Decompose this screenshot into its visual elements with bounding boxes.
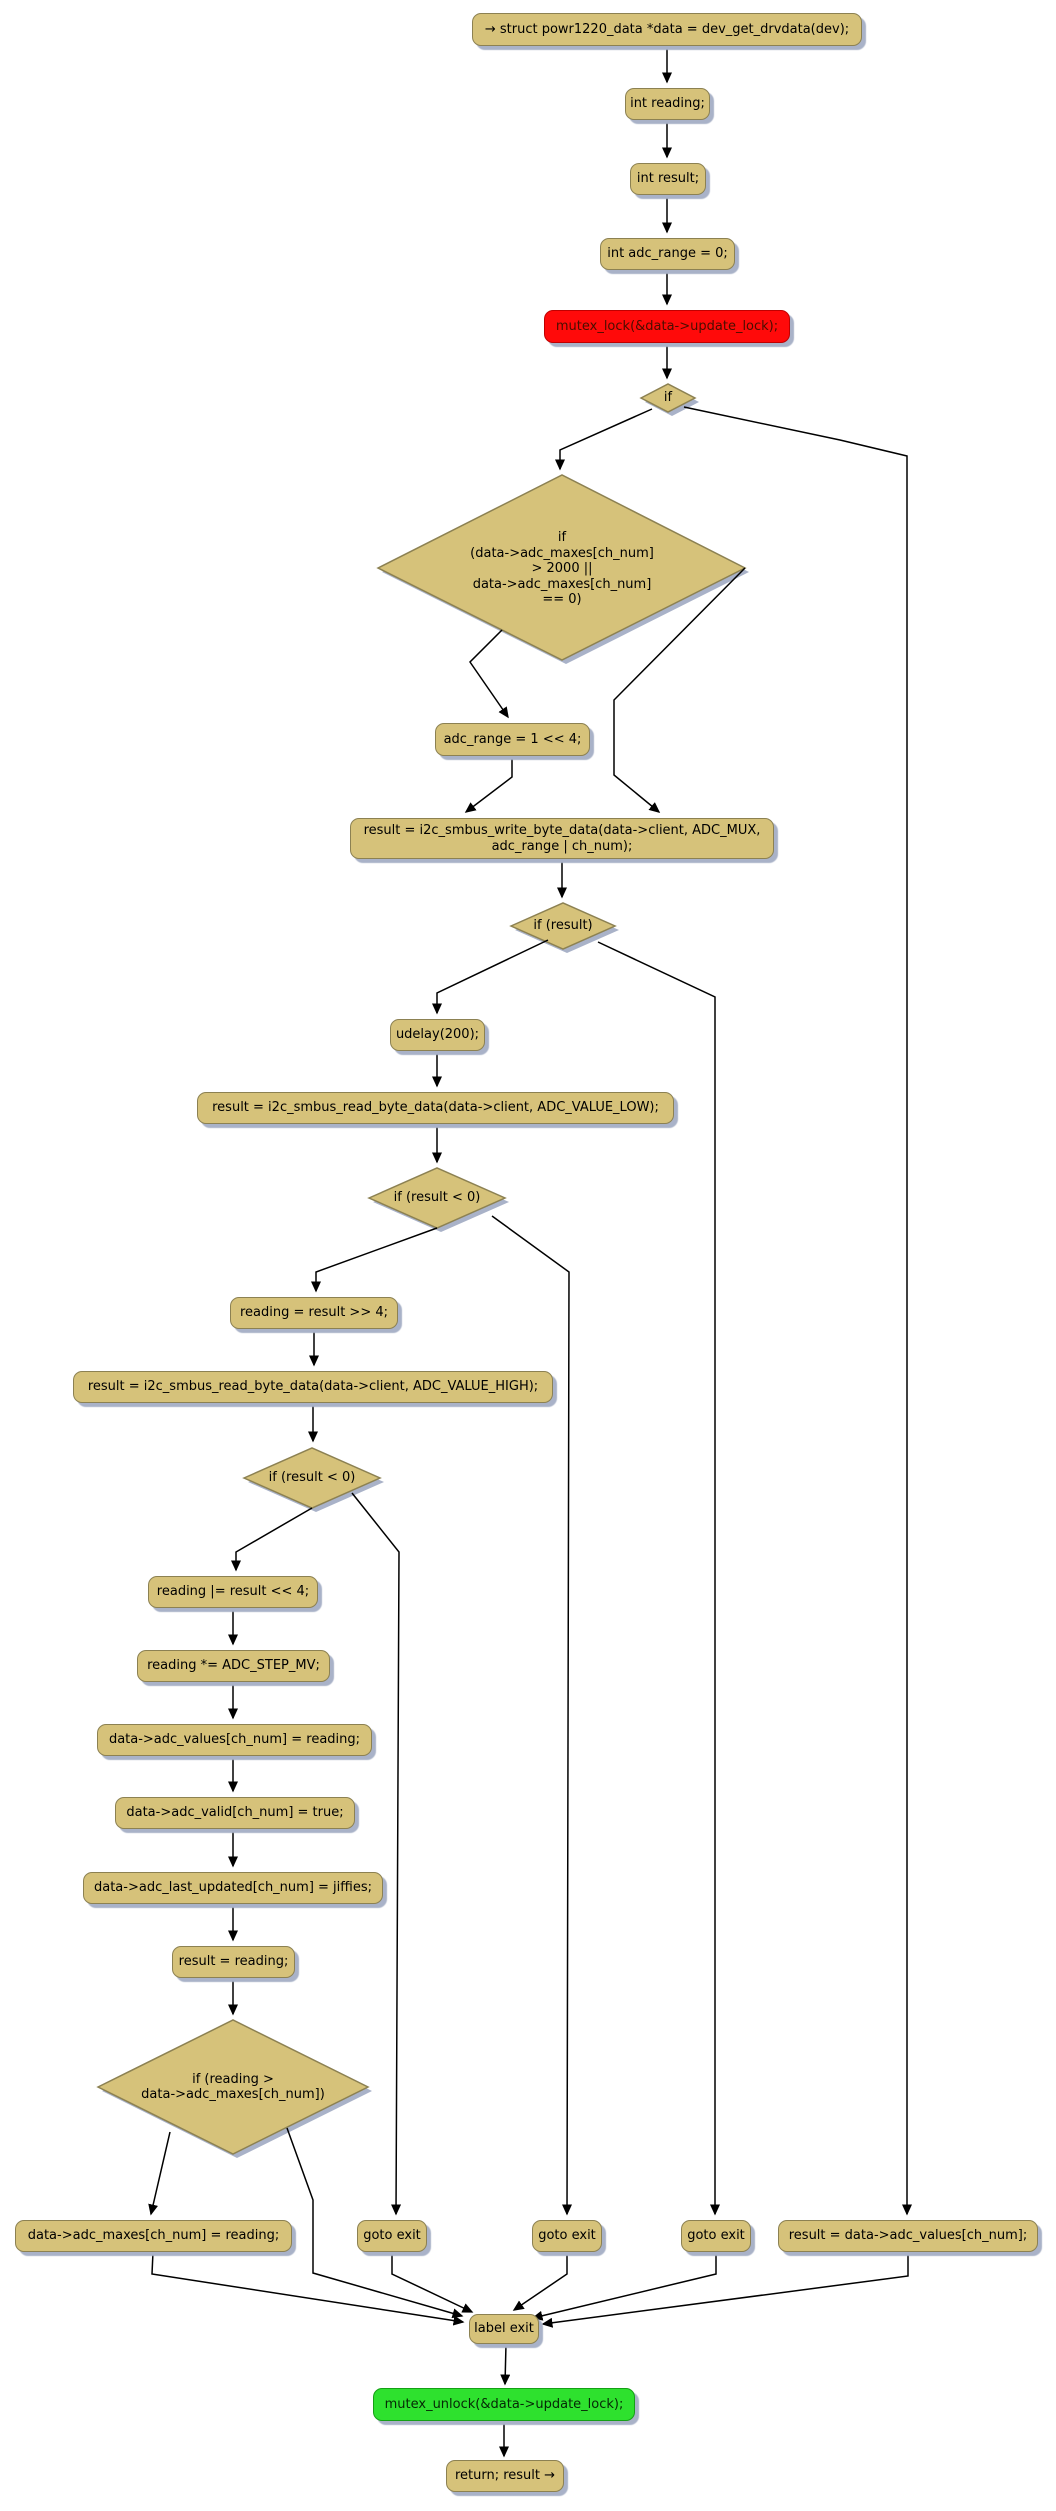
activity-read-high: result = i2c_smbus_read_byte_data(data->… [73, 1371, 553, 1403]
edge-goto-exit-3-to-label-exit [531, 2252, 717, 2321]
activity-read-low: result = i2c_smbus_read_byte_data(data->… [197, 1092, 674, 1124]
edge-goto-exit-1-to-label-exit [391, 2252, 474, 2313]
activity-goto-exit-3: goto exit [681, 2220, 751, 2252]
activity-goto-exit-1: goto exit [357, 2220, 427, 2252]
edge-if-result-lt0-b-to-goto-exit-1 [351, 1492, 402, 2216]
activity-or-reading: reading |= result << 4; [148, 1576, 318, 1608]
edge-if-update-to-result-cached [683, 406, 912, 2216]
edge-if-result-lt0-b-to-or-reading [231, 1507, 313, 1572]
edge-if-maxes-to-set-adc-range [469, 629, 509, 719]
decision-if-result-lt0-b-shape [242, 1447, 384, 1512]
activity-udelay: udelay(200); [390, 1019, 485, 1051]
activity-set-updated: data->adc_last_updated[ch_num] = jiffies… [83, 1872, 383, 1904]
activity-decl-reading: int reading; [625, 88, 710, 120]
decision-if-reading-gt-max-shape [96, 2019, 372, 2158]
decision-if-result-shape [509, 902, 619, 953]
edge-store-max-to-label-exit [151, 2251, 465, 2326]
edge-if-result-lt0-a-to-shift-reading [311, 1227, 438, 1293]
activity-set-valid: data->adc_valid[ch_num] = true; [115, 1797, 355, 1829]
activity-store-max: data->adc_maxes[ch_num] = reading; [15, 2220, 292, 2252]
decision-if-result-lt0-a-shape [367, 1167, 509, 1232]
activity-decl-adc-range: int adc_range = 0; [600, 238, 735, 270]
edge-set-adc-range-to-write-byte [464, 756, 513, 813]
activity-store-value: data->adc_values[ch_num] = reading; [97, 1724, 372, 1756]
edge-if-update-to-if-maxes [555, 408, 653, 471]
activity-result-reading: result = reading; [172, 1946, 295, 1978]
activity-result-cached: result = data->adc_values[ch_num]; [778, 2220, 1038, 2252]
activity-mutex-unlock: mutex_unlock(&data->update_lock); [373, 2388, 635, 2421]
activity-return: return; result → [446, 2460, 564, 2492]
activity-write-byte: result = i2c_smbus_write_byte_data(data-… [350, 818, 774, 859]
activity-set-adc-range: adc_range = 1 << 4; [435, 723, 590, 756]
activity-start: → struct powr1220_data *data = dev_get_d… [472, 13, 862, 46]
edge-if-result-to-udelay [432, 939, 549, 1015]
edge-if-reading-gt-max-to-label-exit [286, 2127, 464, 2319]
edge-if-reading-gt-max-to-store-max [148, 2131, 171, 2216]
activity-decl-result: int result; [630, 163, 706, 195]
edge-if-maxes-to-write-byte [613, 567, 746, 813]
activity-mul-reading: reading *= ADC_STEP_MV; [137, 1650, 330, 1682]
edge-result-cached-to-label-exit [541, 2252, 909, 2328]
decision-if-update-shape [639, 383, 699, 416]
edge-if-result-lt0-a-to-goto-exit-2 [491, 1215, 573, 2216]
activity-shift-reading: reading = result >> 4; [230, 1297, 398, 1329]
edge-if-result-to-goto-exit-3 [597, 941, 720, 2216]
decision-if-maxes-shape [376, 474, 749, 664]
edge-label-exit-to-mutex-unlock [500, 2343, 511, 2386]
activity-label-exit: label exit [469, 2314, 539, 2344]
activity-mutex-lock: mutex_lock(&data->update_lock); [544, 310, 790, 343]
edge-goto-exit-2-to-label-exit [512, 2252, 568, 2311]
activity-goto-exit-2: goto exit [532, 2220, 602, 2252]
